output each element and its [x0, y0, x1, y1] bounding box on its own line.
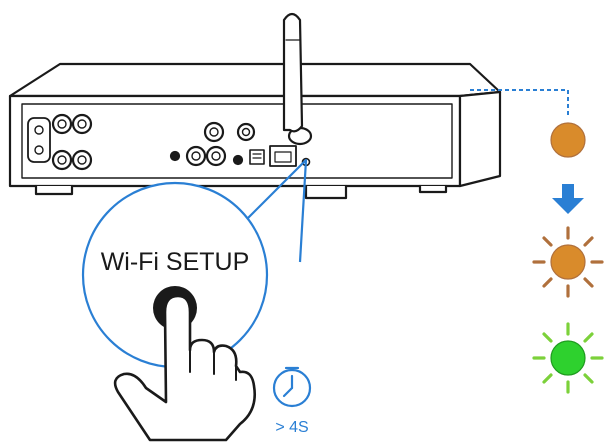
blink-rays-orange — [532, 226, 604, 298]
led-connector-line — [470, 89, 569, 118]
stopwatch-icon — [272, 366, 312, 408]
blink-rays-green — [532, 322, 604, 394]
arrow-down-icon — [552, 184, 584, 214]
led-blinking-green — [532, 322, 604, 394]
timer-label: > 4S — [275, 419, 308, 436]
led-blinking-orange — [532, 226, 604, 298]
wifi-setup-callout: Wi-Fi SETUP — [81, 158, 308, 369]
router-device-icon — [8, 62, 502, 200]
callout-pointer — [245, 158, 308, 263]
wifi-setup-label: Wi-Fi SETUP — [101, 248, 250, 276]
pressing-hand-icon — [113, 294, 256, 442]
antenna-icon — [282, 12, 304, 133]
led-steady-orange — [550, 122, 586, 158]
